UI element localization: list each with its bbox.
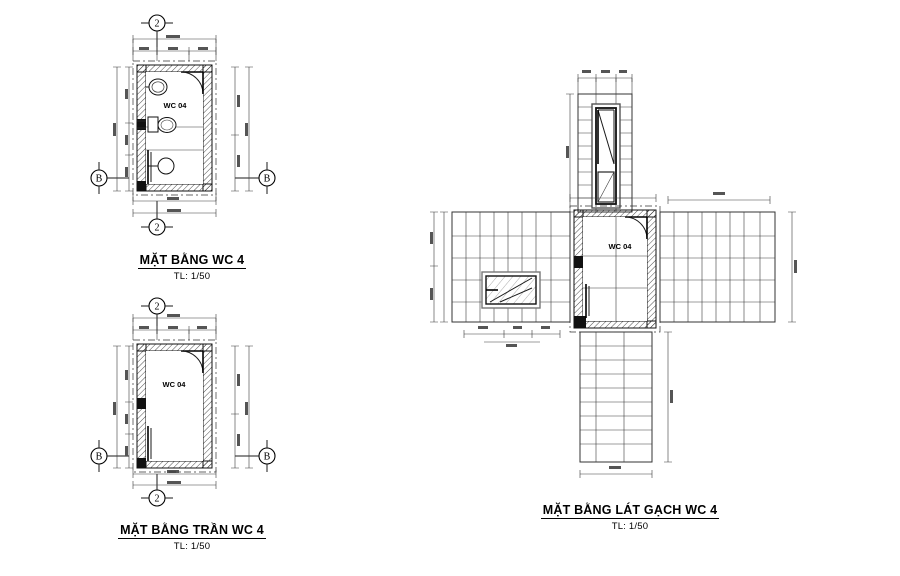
dimension-string-bottom xyxy=(132,470,217,489)
dimension-string-left xyxy=(113,66,133,192)
grid-bubble-right: B xyxy=(235,162,276,194)
floor-plan-title: MẶT BẰNG WC 4 xyxy=(137,253,247,269)
door-swing-icon xyxy=(180,350,204,374)
door-swing-icon xyxy=(624,216,648,240)
top-wall-elevation xyxy=(566,70,633,213)
center-dimension-top xyxy=(569,194,657,202)
grid-bubble-label: 2 xyxy=(155,19,160,30)
grid-bubble-bottom: 2 xyxy=(141,201,173,236)
right-wall-elevation xyxy=(659,192,797,323)
grid-bubble-label: B xyxy=(96,174,103,185)
grid-bubble-label: 2 xyxy=(155,494,160,505)
grid-bubble-top: 2 xyxy=(141,14,173,55)
tile-plan-room-label: WC 04 xyxy=(609,242,633,251)
tile-plan-drawing: WC 04 xyxy=(420,60,820,480)
ceiling-plan-title: MẶT BẰNG TRẦN WC 4 xyxy=(118,523,266,539)
dimension-string-left xyxy=(113,345,133,469)
dimension-string-top xyxy=(132,314,217,340)
grid-bubble-top: 2 xyxy=(141,297,173,334)
ceiling-room-label: WC 04 xyxy=(163,380,187,389)
left-wall-elevation xyxy=(430,211,571,347)
bottom-wall-elevation xyxy=(579,331,673,478)
sink-fixture-icon xyxy=(146,78,168,96)
grid-bubble-label: 2 xyxy=(155,302,160,313)
grid-bubble-label: B xyxy=(264,174,271,185)
dimension-string-top xyxy=(132,35,217,61)
door-swing-icon xyxy=(180,71,204,95)
ceiling-plan-title-block: MẶT BẰNG TRẦN WC 4 TL: 1/50 xyxy=(32,521,352,552)
tile-plan-title-block: MẶT BẰNG LÁT GẠCH WC 4 TL: 1/50 xyxy=(470,501,790,532)
dimension-string-right xyxy=(231,66,253,192)
grid-bubble-right: B xyxy=(235,440,276,472)
grid-bubble-left: B xyxy=(90,162,129,194)
toilet-fixture-icon xyxy=(137,116,177,133)
grid-bubble-label: 2 xyxy=(155,223,160,234)
grid-bubble-label: B xyxy=(264,452,271,463)
floor-drain-icon xyxy=(147,150,175,184)
floor-plan-title-block: MẶT BẰNG WC 4 TL: 1/50 xyxy=(32,251,352,282)
floor-plan-scale: TL: 1/50 xyxy=(173,271,211,282)
tile-plan-center-room: WC 04 xyxy=(569,205,661,333)
floor-plan-drawing: 2 2 B B xyxy=(85,5,300,245)
grid-bubble-label: B xyxy=(96,452,103,463)
tile-plan-scale: TL: 1/50 xyxy=(611,521,649,532)
ceiling-plan-scale: TL: 1/50 xyxy=(173,541,211,552)
dimension-string-right xyxy=(231,345,253,469)
grid-bubble-left: B xyxy=(90,440,129,472)
grid-bubble-bottom: 2 xyxy=(141,474,173,507)
dimension-string-bottom xyxy=(132,193,217,217)
ceiling-plan-drawing: 2 2 B B xyxy=(85,290,300,515)
tile-plan-title: MẶT BẰNG LÁT GẠCH WC 4 xyxy=(540,503,720,519)
